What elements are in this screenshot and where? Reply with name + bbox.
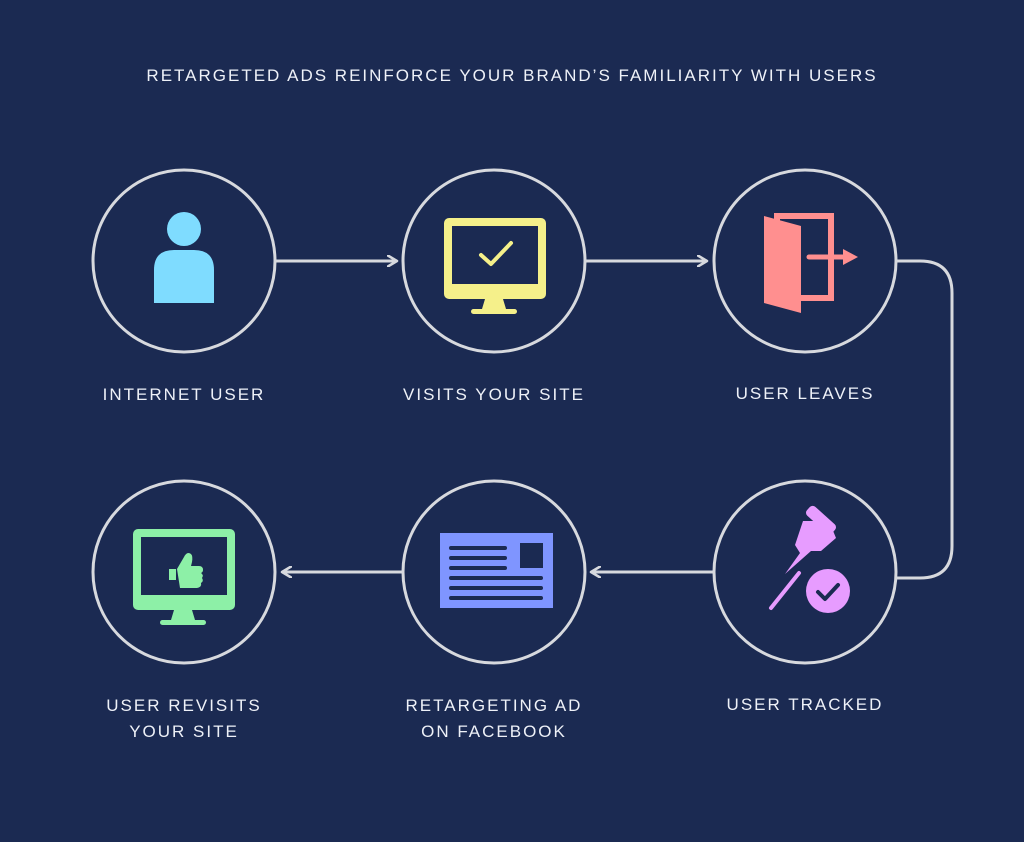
pin-check-icon xyxy=(769,505,850,613)
monitor-thumbs-up-icon xyxy=(133,529,235,625)
node-label-internet-user: INTERNET USER xyxy=(54,382,314,408)
node-label-line: ON FACEBOOK xyxy=(421,722,567,741)
diagram-title: RETARGETED ADS REINFORCE YOUR BRAND’S FA… xyxy=(146,66,878,85)
node-circle-internet-user xyxy=(91,168,277,354)
node-label-visits-site: VISITS YOUR SITE xyxy=(364,382,624,408)
connector-leaves-to-tracked xyxy=(896,259,954,580)
node-circle-retargeting-ad xyxy=(401,479,587,665)
node-circle-user-tracked xyxy=(712,479,898,665)
node-circle-user-leaves xyxy=(712,168,898,354)
monitor-check-icon xyxy=(444,218,546,314)
node-circle-visits-site xyxy=(401,168,587,354)
exit-door-icon xyxy=(764,213,858,313)
node-label-line: INTERNET USER xyxy=(102,385,266,404)
node-circle-user-revisits xyxy=(91,479,277,665)
node-label-line: USER REVISITS xyxy=(106,696,262,715)
node-label-retargeting-ad: RETARGETING AD ON FACEBOOK xyxy=(364,693,624,745)
node-label-line: YOUR SITE xyxy=(129,722,239,741)
node-label-user-leaves: USER LEAVES xyxy=(675,381,935,407)
node-label-line: RETARGETING AD xyxy=(405,696,583,715)
ad-card-icon xyxy=(440,533,553,608)
person-icon xyxy=(154,212,214,303)
node-label-user-tracked: USER TRACKED xyxy=(675,692,935,718)
node-label-line: USER TRACKED xyxy=(726,695,884,714)
node-label-line: VISITS YOUR SITE xyxy=(403,385,585,404)
node-label-user-revisits: USER REVISITS YOUR SITE xyxy=(54,693,314,745)
node-label-line: USER LEAVES xyxy=(735,384,875,403)
